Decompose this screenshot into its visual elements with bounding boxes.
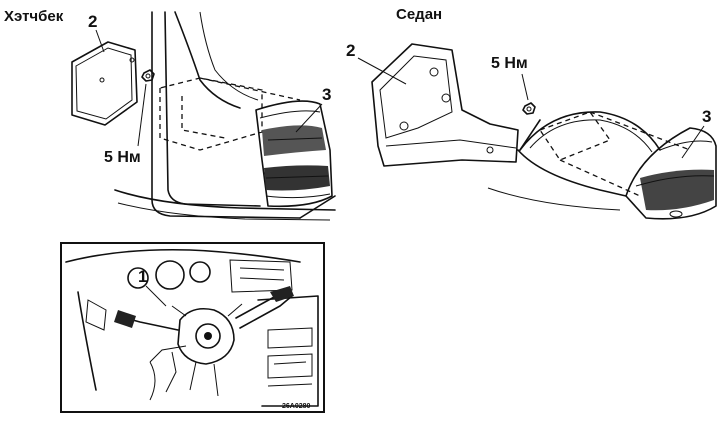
hatchback-cover-part-2 [71,41,138,126]
inset-label-1: 1 [138,267,147,286]
hatchback-view: Хэтчбек 2 5 Нм [4,8,336,221]
hatchback-title: Хэтчбек [4,8,64,25]
hatchback-tail-lamp-part-3 [255,100,333,208]
hatchback-label-3: 3 [322,85,331,104]
instrument-panel [65,248,301,391]
sedan-body-panel [487,111,661,211]
sedan-label-3: 3 [702,107,711,126]
hatchback-torque-label: 5 Нм [104,149,141,166]
inset-leader-1 [145,285,167,307]
sedan-torque-label: 5 Нм [491,55,528,72]
sedan-label-2: 2 [346,41,355,60]
inset-frame [60,242,325,413]
hatchback-torque-leader [137,83,147,147]
combination-switch [114,286,294,401]
inset-dashboard-view: 1 26A0280 [60,242,325,413]
hatchback-nut [141,69,155,82]
sedan-torque-leader [521,73,529,101]
sedan-mount-outline [538,111,612,161]
hatchback-label-2: 2 [88,12,97,31]
sedan-title: Седан [396,6,442,23]
hatchback-leader-2 [95,29,105,53]
hatchback-leader-3 [295,103,323,133]
inset-figure-code: 26A0280 [282,403,311,410]
sedan-trim-panel-part-2 [371,43,519,167]
hatchback-body-panel [114,11,336,221]
sedan-leader-2 [357,57,407,85]
sedan-nut [522,102,536,115]
sedan-leader-3 [681,125,705,159]
sedan-tail-lamp-part-3 [625,127,717,220]
sedan-view: Седан 2 5 Нм [346,6,717,220]
